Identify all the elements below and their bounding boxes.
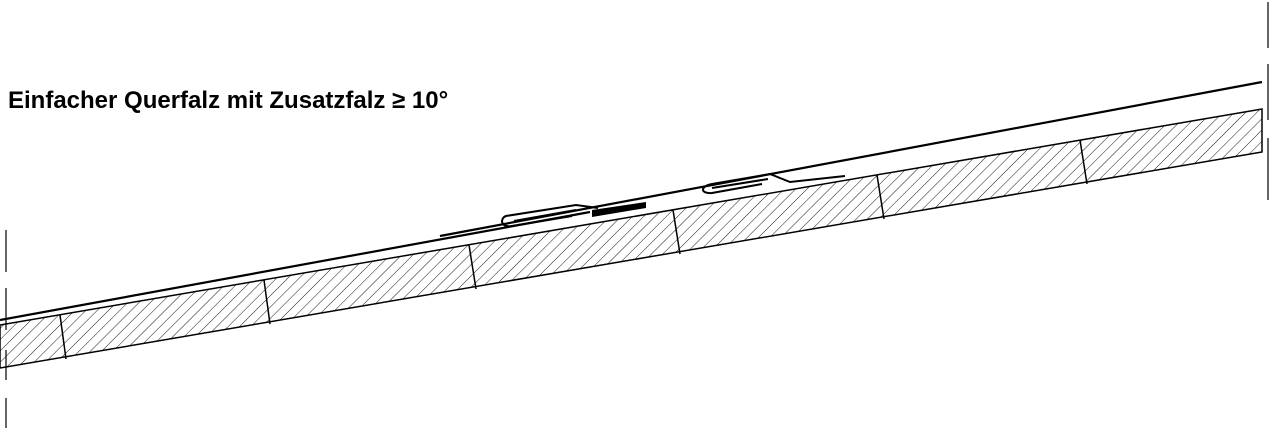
- board-layer: [0, 108, 1263, 369]
- board-joints: [59, 139, 1088, 360]
- break-lines: [5, 2, 1269, 428]
- cross-seam: [501, 203, 599, 228]
- metal-sheet-upper: [439, 80, 1263, 238]
- diagram-title: Einfacher Querfalz mit Zusatzfalz ≥ 10°: [8, 87, 449, 114]
- additional-seam: [702, 172, 846, 195]
- sealing-strip: [592, 202, 646, 217]
- metal-sheet-lower: [0, 210, 591, 322]
